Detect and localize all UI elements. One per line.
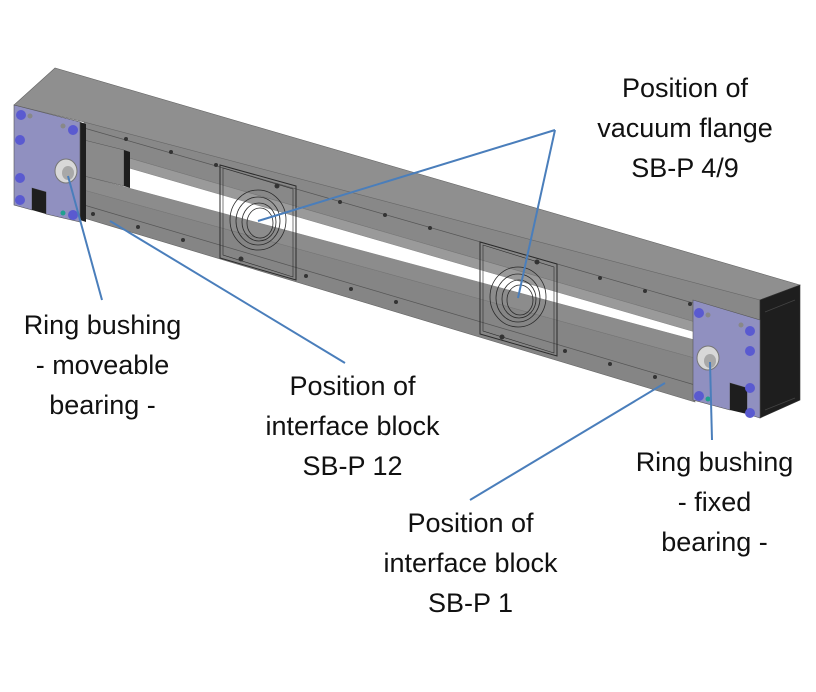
label-line: Position of	[621, 73, 749, 103]
leader-lines	[67, 129, 713, 501]
leader-ring-bushing-fixed	[709, 361, 713, 441]
inner-block-left-shadow	[124, 150, 130, 188]
label-line: - moveable	[35, 350, 170, 380]
leader-vacuum-flange-1	[257, 129, 556, 222]
upper-bar-edge	[83, 127, 701, 306]
label-line: - fixed	[677, 487, 752, 517]
leader-vacuum-flange-2	[517, 129, 556, 299]
right-end-plate	[692, 299, 761, 419]
label-vacuum-flange: Position of vacuum flange SB-P 4/9	[565, 68, 805, 188]
vacuum-flange-1	[219, 164, 297, 281]
leader-ring-bushing-moveable	[67, 175, 103, 301]
label-interface-block-12: Position of interface block SB-P 12	[240, 366, 465, 486]
label-line: bearing -	[49, 390, 156, 420]
label-line: SB-P 4/9	[631, 153, 739, 183]
label-interface-block-1: Position of interface block SB-P 1	[358, 503, 583, 623]
screw-holes	[91, 137, 692, 379]
label-line: Position of	[407, 508, 534, 538]
label-line: Ring bushing	[635, 447, 794, 477]
label-ring-bushing-moveable: Ring bushing - moveable bearing -	[0, 305, 205, 425]
right-end-inner-edge	[764, 299, 796, 313]
label-ring-bushing-fixed: Ring bushing - fixed bearing -	[612, 442, 816, 562]
label-line: bearing -	[661, 527, 768, 557]
label-line: interface block	[265, 411, 440, 441]
vacuum-flange-2	[479, 241, 558, 357]
left-end-plate	[13, 104, 81, 223]
label-line: SB-P 1	[427, 588, 514, 618]
label-line: SB-P 12	[302, 451, 403, 481]
lower-bar-edge	[83, 204, 696, 386]
label-line: Ring bushing	[23, 310, 182, 340]
left-plate-edge	[80, 122, 86, 222]
label-line: vacuum flange	[597, 113, 773, 143]
right-end-inner-edge-2	[764, 397, 796, 411]
leader-interface-block-12	[109, 220, 346, 364]
label-line: interface block	[383, 548, 558, 578]
label-line: Position of	[289, 371, 416, 401]
leader-interface-block-1	[469, 382, 666, 501]
